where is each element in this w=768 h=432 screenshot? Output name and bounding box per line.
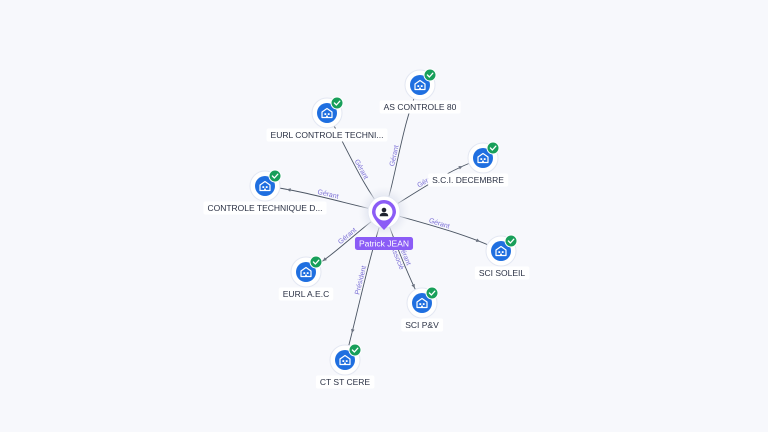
company-name-label-bg	[315, 375, 375, 389]
building-icon	[321, 107, 333, 119]
building-icon	[416, 297, 428, 309]
company-node-eurl-aec[interactable]: EURL A.E.C	[278, 255, 334, 301]
company-name-label-bg	[428, 173, 509, 187]
edge-arrow	[411, 283, 415, 289]
person-icon	[379, 207, 389, 217]
building-icon	[259, 180, 271, 192]
company-name-label-bg	[379, 100, 461, 114]
company-name-label[interactable]: SCI SOLEIL	[479, 268, 526, 278]
company-name-label-bg	[203, 201, 327, 215]
company-name-label[interactable]: CT ST CERE	[320, 377, 371, 387]
company-name-label[interactable]: AS CONTROLE 80	[384, 102, 457, 112]
verified-check-icon	[486, 141, 500, 155]
edge-arrow	[458, 166, 463, 170]
company-name-label[interactable]: S.C.I. DECEMBRE	[432, 175, 504, 185]
company-node-controle-technique-d[interactable]: CONTROLE TECHNIQUE D...	[203, 169, 327, 215]
company-node-sci-soleil[interactable]: SCI SOLEIL	[474, 234, 530, 280]
company-name-label[interactable]: EURL A.E.C	[283, 289, 329, 299]
company-name-label[interactable]: CONTROLE TECHNIQUE D...	[207, 203, 322, 213]
company-name-label-bg	[278, 287, 334, 301]
building-icon	[495, 245, 507, 257]
edge-relation-label: Gérant	[428, 217, 451, 230]
verified-check-icon	[330, 96, 344, 110]
company-node-sci-decembre[interactable]: S.C.I. DECEMBRE	[428, 141, 509, 187]
company-name-label-bg	[401, 318, 444, 332]
verified-check-icon	[348, 343, 362, 357]
company-name-label[interactable]: SCI P&V	[405, 320, 439, 330]
verified-check-icon	[504, 234, 518, 248]
verified-check-icon	[309, 255, 323, 269]
edge-arrow	[475, 238, 481, 242]
edge-arrow	[286, 188, 291, 192]
nodes-layer: AS CONTROLE 80 EURL CONTROLE TECHNI... S.C…	[203, 68, 530, 389]
company-name-label-bg	[474, 266, 530, 280]
edge-arrow	[351, 328, 355, 334]
verified-check-icon	[425, 286, 439, 300]
edge-relation-label: Gérant	[389, 145, 400, 167]
building-icon	[300, 266, 312, 278]
company-node-ct-st-cere[interactable]: CT ST CERE	[315, 343, 375, 389]
edge-relation-label: Président	[354, 265, 368, 295]
company-name-label-bg	[266, 128, 388, 142]
company-node-eurl-controle-techni[interactable]: EURL CONTROLE TECHNI...	[266, 96, 388, 142]
edge-arrow	[322, 257, 327, 262]
center-node[interactable]: Patrick JEAN	[354, 186, 414, 250]
company-node-sci-pv[interactable]: SCI P&V	[401, 286, 444, 332]
building-icon	[477, 152, 489, 164]
company-node-as-controle-80[interactable]: AS CONTROLE 80	[379, 68, 461, 114]
building-icon	[339, 354, 351, 366]
verified-check-icon	[423, 68, 437, 82]
person-name-label[interactable]: Patrick JEAN	[359, 238, 409, 248]
verified-check-icon	[268, 169, 282, 183]
building-icon	[414, 79, 426, 91]
company-name-label[interactable]: EURL CONTROLE TECHNI...	[271, 130, 384, 140]
edge-relation-label: Gérant	[317, 189, 339, 201]
person-name-label-bg	[354, 237, 414, 250]
